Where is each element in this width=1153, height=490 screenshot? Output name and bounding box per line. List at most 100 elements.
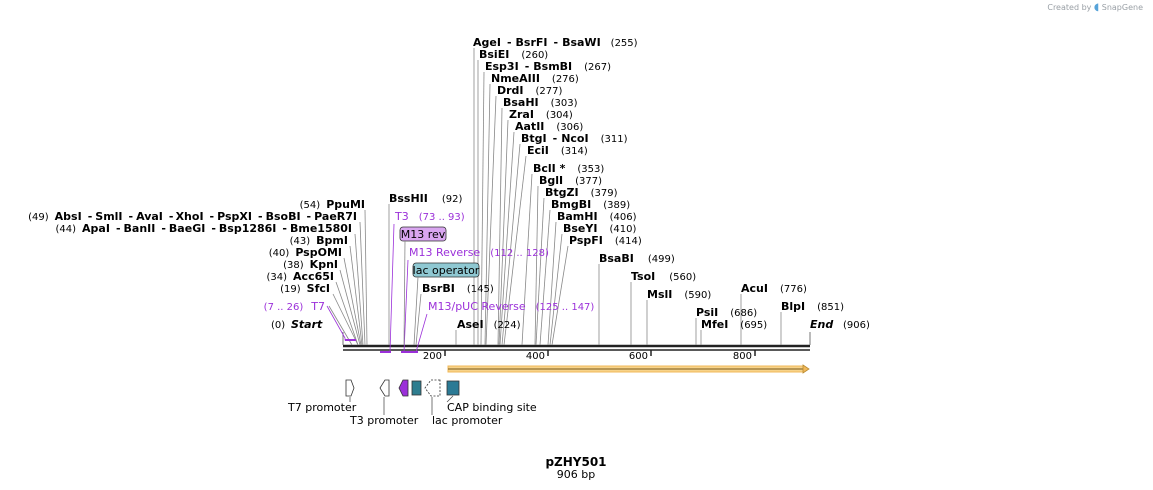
enzyme-name: BaeGI — [169, 222, 205, 235]
plasmid-name: pZHY501 — [545, 455, 606, 469]
enzyme-name: PaeR7I — [314, 210, 357, 223]
enzyme-position: (377) — [575, 176, 602, 187]
enzyme-label[interactable]: BlpI (851) — [781, 300, 844, 313]
enzyme-name: BsmBI — [533, 60, 572, 73]
enzyme-label[interactable]: (19) SfcI — [280, 282, 330, 295]
enzyme-name: NcoI — [561, 132, 588, 145]
enzyme-position: (19) — [280, 284, 301, 295]
enzyme-label[interactable]: Esp3I-BsmBI(267) — [485, 60, 611, 73]
enzyme-label[interactable]: (34)Acc65I — [267, 270, 335, 283]
ruler: 200 400 600 800 — [423, 350, 756, 362]
enzyme-name: PspOMI — [295, 246, 342, 259]
enzyme-label[interactable]: AseI(224) — [457, 318, 521, 331]
enzyme-name: SfcI — [307, 282, 330, 295]
snapgene-logo-icon: ◖ — [1093, 2, 1100, 13]
enzyme-label[interactable]: BssHII(92) — [389, 192, 463, 205]
enzyme-label[interactable]: BsaBI (499) — [599, 252, 675, 265]
lac-operator-box-icon[interactable] — [411, 380, 422, 396]
enzyme-position: (314) — [561, 146, 588, 157]
primer-label-t7[interactable]: (7 .. 26)T7 — [264, 300, 325, 313]
enzyme-name: AseI — [457, 318, 484, 331]
plasmid-size: 906 bp — [557, 468, 595, 481]
end-position: (906) — [843, 320, 870, 331]
enzyme-position: (267) — [584, 62, 611, 73]
boxed-feature-lac-operator[interactable]: lac operator — [412, 262, 480, 346]
boxed-feature-m13-rev[interactable]: M13 rev — [399, 226, 447, 346]
enzyme-position: (851) — [817, 302, 844, 313]
enzyme-position: (277) — [536, 86, 563, 97]
enzyme-position: (499) — [648, 254, 675, 265]
enzyme-label[interactable]: AgeI-BsrFI-BsaWI(255) — [473, 36, 638, 49]
enzyme-name: AbsI — [55, 210, 82, 223]
enzyme-label[interactable]: DrdI(277) — [497, 84, 563, 97]
credit-prefix: Created by — [1047, 3, 1092, 12]
enzyme-label[interactable]: ZraI(304) — [509, 108, 573, 121]
enzyme-position: (255) — [611, 38, 638, 49]
enzyme-label[interactable]: MfeI(695) — [701, 318, 767, 331]
enzyme-label[interactable]: BsaHI(303) — [503, 96, 578, 109]
feature-label-t3-promoter: T3 promoter — [349, 414, 419, 427]
enzyme-name: T7 — [310, 300, 325, 313]
enzyme-label[interactable]: BsiEI(260) — [479, 48, 548, 61]
enzyme-label[interactable]: (54)PpuMI — [300, 198, 365, 211]
end-label: End — [810, 318, 833, 331]
enzyme-label[interactable]: MslI(590) — [647, 288, 711, 301]
enzyme-position: (34) — [267, 272, 288, 283]
enzyme-position: (304) — [546, 110, 573, 121]
enzyme-label[interactable]: BamHI(406) — [557, 210, 637, 223]
enzyme-position: (38) — [283, 260, 304, 271]
primer-label-m13-puc-reverse[interactable]: M13/pUC Reverse(125 .. 147) — [428, 300, 594, 313]
enzyme-name: BsaBI — [599, 252, 634, 265]
enzyme-label[interactable]: (44)ApaI-BanII-BaeGI-Bsp1286I-Bme1580I — [56, 222, 353, 235]
primer-label-t3[interactable]: T3 (73 .. 93) — [394, 210, 465, 223]
enzyme-label[interactable]: (40)PspOMI — [269, 246, 342, 259]
enzyme-position: (303) — [551, 98, 578, 109]
orf-arrow[interactable] — [447, 364, 810, 374]
enzyme-name: AcuI — [741, 282, 768, 295]
enzyme-label[interactable]: EciI(314) — [527, 144, 588, 157]
feature-label-cap-binding-site: CAP binding site — [447, 401, 537, 414]
enzyme-label[interactable]: NmeAIII(276) — [491, 72, 579, 85]
enzyme-position: (406) — [610, 212, 637, 223]
enzyme-label[interactable]: BglI(377) — [539, 174, 602, 187]
enzyme-labels-left: (54)PpuMI (49)AbsI-SmlI-AvaI-XhoI-PspXI-… — [28, 198, 365, 295]
enzyme-label[interactable]: AatII(306) — [515, 120, 583, 133]
enzyme-position: (776) — [780, 284, 807, 295]
enzyme-label[interactable]: BclI *(353) — [533, 162, 604, 175]
enzyme-label[interactable]: TsoI(560) — [631, 270, 696, 283]
enzyme-label[interactable]: (49)AbsI-SmlI-AvaI-XhoI-PspXI-BsoBI-PaeR… — [28, 210, 357, 223]
cap-binding-site-box-icon[interactable] — [446, 380, 460, 396]
m13-rev-arrow-icon[interactable] — [398, 379, 409, 397]
enzyme-label[interactable]: PspFI(414) — [569, 234, 642, 247]
enzyme-label[interactable]: AcuI (776) — [741, 282, 807, 295]
lac-promoter-arrow-icon[interactable] — [424, 379, 441, 397]
enzyme-position: (92) — [442, 194, 463, 205]
enzyme-name: BclI * — [533, 162, 566, 175]
enzyme-label[interactable]: BtgZI(379) — [545, 186, 618, 199]
enzyme-name: (73 .. 93) — [419, 212, 465, 223]
enzyme-name: BseYI — [563, 222, 597, 235]
boxed-feature-label: M13 rev — [401, 228, 446, 241]
enzyme-position: (145) — [467, 284, 494, 295]
enzyme-label[interactable]: BtgI-NcoI(311) — [521, 132, 628, 145]
enzyme-name: T3 — [394, 210, 409, 223]
start-position: (0) — [271, 320, 285, 331]
enzyme-name: BsoBI — [266, 210, 301, 223]
enzyme-label[interactable]: PsiI(686) — [696, 306, 757, 319]
enzyme-position: (44) — [56, 224, 77, 235]
primer-label-m13-reverse[interactable]: M13 Reverse(112 .. 128) — [409, 246, 549, 259]
enzyme-label[interactable]: (43)BpmI — [290, 234, 348, 247]
tick-label: 400 — [526, 351, 545, 362]
enzyme-name: BlpI — [781, 300, 805, 313]
enzyme-label[interactable]: BmgBI(389) — [551, 198, 630, 211]
enzyme-label[interactable]: BsrBI(145) — [422, 282, 494, 295]
enzyme-position: (590) — [684, 290, 711, 301]
enzyme-label[interactable]: (38)KpnI — [283, 258, 338, 271]
t7-promoter-arrow-icon[interactable] — [345, 379, 355, 397]
tick-label: 600 — [629, 351, 648, 362]
enzyme-name: TsoI — [631, 270, 655, 283]
t3-promoter-arrow-icon[interactable] — [379, 379, 390, 397]
enzyme-label[interactable]: BseYI(410) — [563, 222, 636, 235]
enzyme-name: BpmI — [316, 234, 348, 247]
